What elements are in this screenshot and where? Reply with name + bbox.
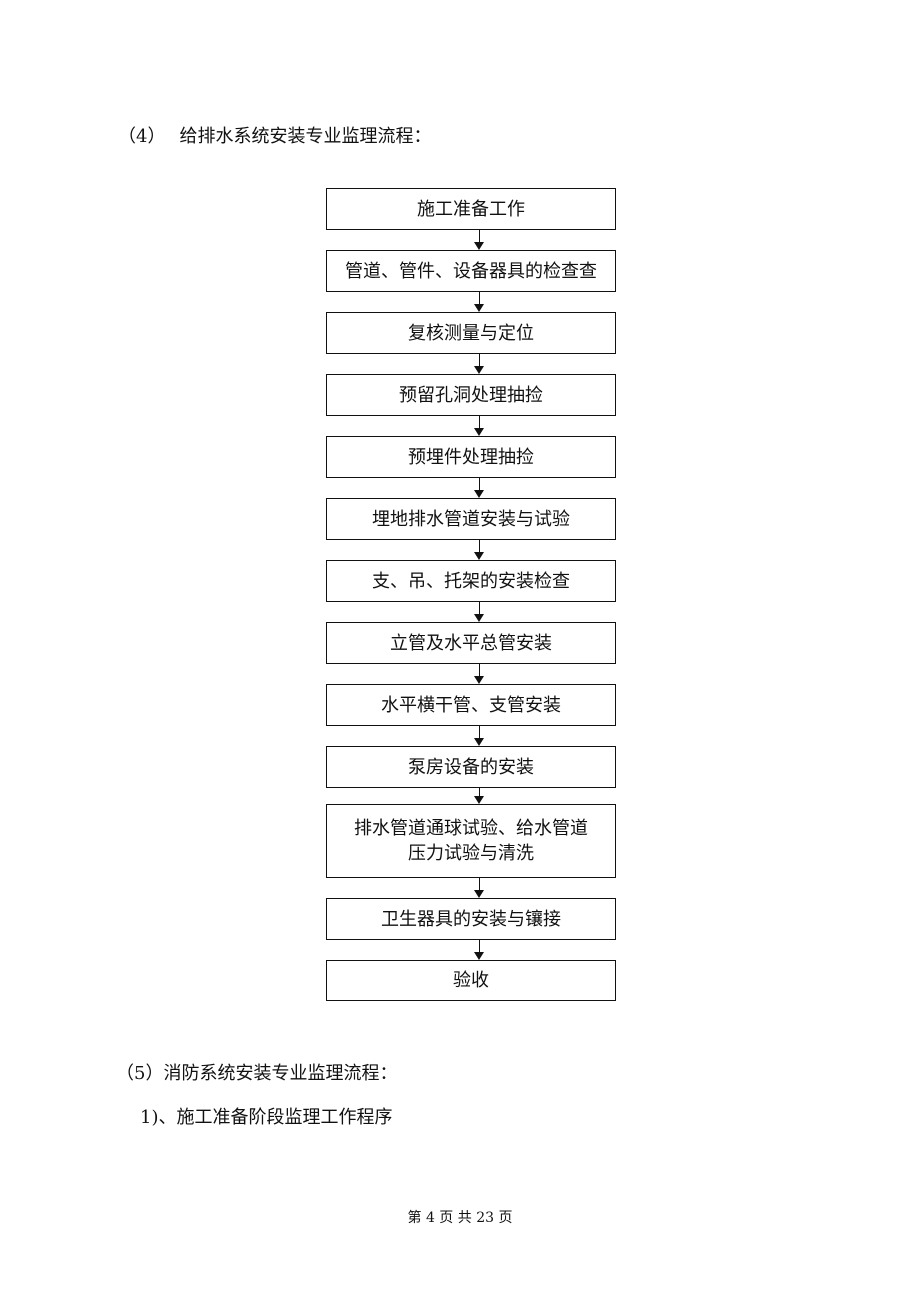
flow-arrow-12 xyxy=(474,940,484,960)
flow-arrow-10 xyxy=(474,788,484,804)
flow-arrow-3 xyxy=(474,354,484,374)
flow-step-13: 验收 xyxy=(326,960,616,1001)
flow-step-6: 埋地排水管道安装与试验 xyxy=(326,498,616,540)
flow-arrow-4 xyxy=(474,416,484,436)
flow-step-5: 预埋件处理抽捡 xyxy=(326,436,616,478)
flow-arrow-5 xyxy=(474,478,484,498)
flow-step-11: 排水管道通球试验、给水管道压力试验与清洗 xyxy=(326,804,616,878)
flow-arrow-6 xyxy=(474,540,484,560)
flow-step-10: 泵房设备的安装 xyxy=(326,746,616,788)
flow-step-12: 卫生器具的安装与镶接 xyxy=(326,898,616,940)
subsection-1-heading: 1)、施工准备阶段监理工作程序 xyxy=(140,1107,393,1128)
section-5-heading: （5）消防系统安装专业监理流程： xyxy=(116,1063,398,1084)
flow-step-8: 立管及水平总管安装 xyxy=(326,622,616,664)
flow-step-1: 施工准备工作 xyxy=(326,188,616,230)
flow-arrow-2 xyxy=(474,292,484,312)
flow-arrow-9 xyxy=(474,726,484,746)
flow-arrow-11 xyxy=(474,878,484,898)
section-4-title: 给排水系统安装专业监理流程： xyxy=(179,126,432,147)
flow-step-4: 预留孔洞处理抽捡 xyxy=(326,374,616,416)
flow-step-3: 复核测量与定位 xyxy=(326,312,616,354)
page-number-footer: 第 4 页 共 23 页 xyxy=(407,1210,513,1226)
flow-step-9: 水平横干管、支管安装 xyxy=(326,684,616,726)
flow-arrow-1 xyxy=(474,230,484,250)
section-4-number: （4） xyxy=(118,126,166,147)
flow-step-2: 管道、管件、设备器具的检查查 xyxy=(326,250,616,292)
section-4-heading: （4） 给排水系统安装专业监理流程： xyxy=(118,122,431,148)
flow-step-7: 支、吊、托架的安装检查 xyxy=(326,560,616,602)
flow-arrow-7 xyxy=(474,602,484,622)
flow-arrow-8 xyxy=(474,664,484,684)
